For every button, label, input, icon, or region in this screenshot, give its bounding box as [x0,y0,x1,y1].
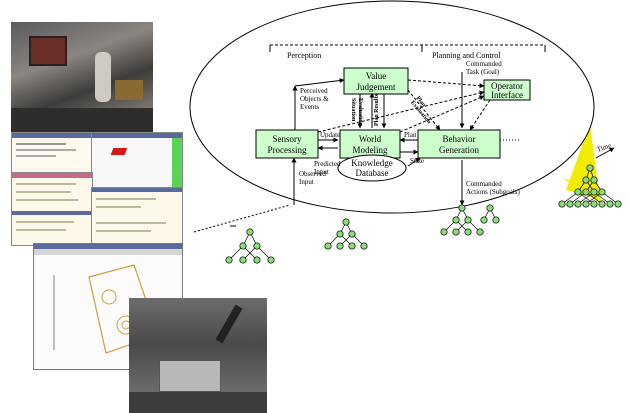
block-shape [159,360,221,392]
tree-node [348,230,356,238]
tree-node [348,242,356,250]
svg-text:Actions (Subgoals): Actions (Subgoals) [466,188,521,196]
time-label: Time [596,141,612,153]
tree-node [336,242,344,250]
tree-node [440,228,448,236]
tree-node [558,200,566,208]
tree-node [476,228,484,236]
svg-text:Commanded: Commanded [466,60,502,68]
svg-text:Behavior: Behavior [443,134,476,144]
plan-label: Plan [404,131,417,139]
console-window-screenshot [11,172,93,246]
svg-text:Sensory: Sensory [273,134,302,144]
svg-text:Input: Input [314,168,329,176]
tree-node [246,228,254,236]
tree-node [566,200,574,208]
tree-node [492,216,500,224]
svg-text:Commanded: Commanded [466,180,502,188]
state-label: State [410,157,424,165]
svg-text:Operator: Operator [491,81,523,91]
tree-node [324,242,332,250]
tree-node [342,218,350,226]
planning-header: Planning and Control [432,51,501,60]
tree-node [225,256,233,264]
tree-node [574,200,582,208]
svg-text:Value: Value [366,71,387,81]
tree-node [590,200,598,208]
lab-photo [11,22,153,132]
tree-node [239,256,247,264]
tree-node [464,228,472,236]
tree-node [360,242,368,250]
tree-node [582,200,590,208]
tree-node [464,216,472,224]
tree-node [606,200,614,208]
svg-text:Observed: Observed [299,170,326,178]
svg-text:Database: Database [356,168,389,178]
tree-node [590,188,598,196]
svg-text:Evaluation: Evaluation [357,98,363,127]
workpiece-photo [129,298,267,413]
bench-shape [11,108,153,132]
commanded-task-label: Commanded Task (Goal) [466,60,502,76]
svg-text:Modeling: Modeling [353,145,388,155]
operator-figure [95,52,111,102]
tree-node [458,204,466,212]
tree-node [486,204,494,212]
svg-text:Judgement: Judgement [357,82,396,92]
behavior-generation-box: Behavior Generation [417,129,501,159]
svg-text:Predicted: Predicted [314,160,341,168]
rcs-node-ellipse [189,0,595,214]
tree-node [598,200,606,208]
status-window-screenshot [91,187,183,246]
plan-results-label: Plan Results [374,93,380,126]
svg-text:Interface: Interface [491,90,523,100]
svg-text:World: World [359,134,382,144]
tree-node [239,242,247,250]
svg-text:Objects &: Objects & [300,95,329,103]
predicted-input-label: Predicted Input [314,160,341,176]
tree-node [253,256,261,264]
tree-node [582,176,590,184]
tree-node [614,200,622,208]
svg-text:Situation: Situation [350,98,356,122]
observed-input-label: Observed Input [299,170,326,186]
tree-node [586,164,594,172]
tree-node [452,216,460,224]
update-label: Update [320,131,340,139]
tree-node [253,242,261,250]
hierarchy-trees [225,164,622,264]
svg-text:Knowledge: Knowledge [351,158,393,168]
perceived-objects-label: Perceived Objects & Events [300,87,329,111]
svg-text:Input: Input [299,178,314,186]
table-surface [129,392,267,413]
tree-node [582,188,590,196]
svg-text:Perceived: Perceived [300,87,328,95]
sensory-processing-box: Sensory Processing [255,129,319,159]
tree-node [336,230,344,238]
commanded-actions-label: Commanded Actions (Subgoals) [466,180,521,196]
svg-text:Generation: Generation [439,145,479,155]
tree-node [590,176,598,184]
tree-node [480,216,488,224]
cad-window-screenshot [91,132,183,189]
knowledge-database-ellipse: Knowledge Database [337,154,407,182]
equipment-shape [115,80,143,100]
tree-node [452,228,460,236]
svg-text:Events: Events [300,103,319,111]
situation-evaluation-label: Situation Evaluation [350,98,363,127]
tree-node [598,188,606,196]
world-modeling-box: World Modeling [339,129,401,159]
robot-arm-shape [29,36,67,66]
operator-interface-box: Operator Interface [483,79,531,101]
perception-header: Perception [287,51,321,60]
svg-text:Processing: Processing [268,145,307,155]
tree-node [574,188,582,196]
value-judgement-box: Value Judgement [343,67,409,95]
tree-node [267,256,275,264]
svg-text:Task (Goal): Task (Goal) [466,68,500,76]
